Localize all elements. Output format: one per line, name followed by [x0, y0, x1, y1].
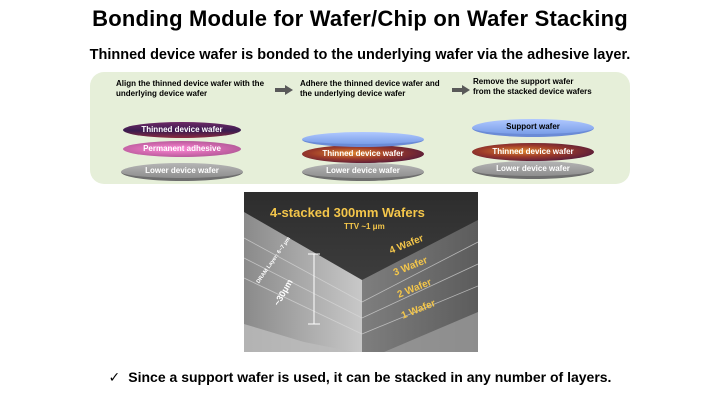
right-arrow-icon: [452, 85, 470, 95]
sem-background: [244, 192, 478, 352]
page-title: Bonding Module for Wafer/Chip on Wafer S…: [92, 6, 628, 31]
step-1-lower-device-wafer: Lower device wafer: [121, 163, 243, 181]
checkmark-icon: ✓: [108, 369, 121, 385]
footnote: ✓ Since a support wafer is used, it can b…: [0, 369, 720, 386]
step-2-support-wafer: [302, 132, 424, 147]
stack-title-label: 4-stacked 300mm Wafers: [270, 205, 425, 220]
step-1-caption: Align the thinned device wafer with the …: [116, 79, 265, 98]
step-3-support-wafer: Support wafer: [472, 119, 594, 137]
process-steps-panel: Align the thinned device wafer with the …: [90, 72, 630, 184]
step-2-lower-device-wafer: Lower device wafer: [302, 163, 424, 181]
step-1-permanent-adhesive: Permanent adhesive: [123, 141, 241, 157]
step-2-caption: Adhere the thinned device wafer and the …: [300, 79, 440, 98]
footnote-text: Since a support wafer is used, it can be…: [128, 369, 612, 385]
page-subtitle: Thinned device wafer is bonded to the un…: [89, 47, 631, 63]
step-3-caption: Remove the support wafer from the stacke…: [473, 77, 592, 96]
step-3-lower-device-wafer: Lower device wafer: [472, 161, 594, 179]
ttv-label: TTV ~1 μm: [344, 222, 385, 231]
step-1-thinned-device-wafer: Thinned device wafer: [123, 122, 241, 138]
sem-cross-section-image: 4-stacked 300mm Wafers TTV ~1 μm 4 Wafer…: [244, 192, 478, 352]
right-arrow-icon: [275, 85, 293, 95]
step-2-thinned-device-wafer: Thinned device wafer: [302, 145, 424, 163]
step-3-thinned-device-wafer: Thinned device wafer: [472, 143, 594, 161]
